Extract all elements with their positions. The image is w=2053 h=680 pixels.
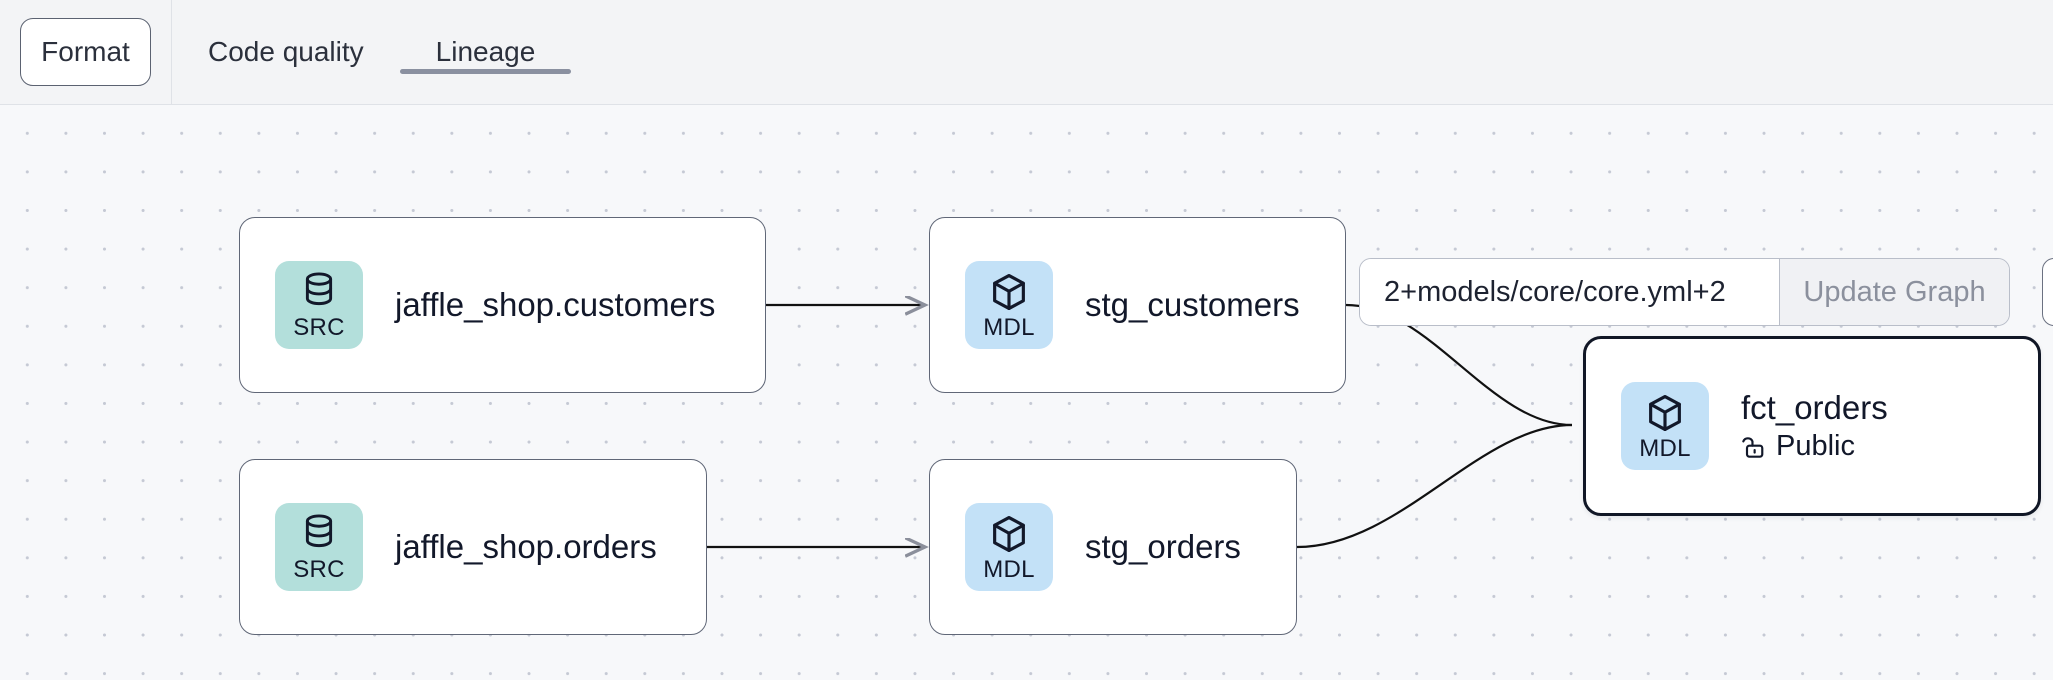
format-button[interactable]: Format	[20, 18, 151, 86]
node-badge-label: MDL	[1639, 434, 1691, 462]
lineage-node-jaffle-shop-orders[interactable]: SRC jaffle_shop.orders	[239, 459, 707, 635]
node-body: jaffle_shop.customers	[395, 286, 715, 324]
lineage-canvas[interactable]: SRC jaffle_shop.customers SRC jaffle_sho…	[0, 105, 2053, 680]
cube-icon	[1649, 394, 1681, 431]
node-badge-label: SRC	[293, 313, 345, 341]
node-badge-label: MDL	[983, 555, 1035, 583]
node-badge-src: SRC	[275, 503, 363, 591]
tab-code-quality[interactable]: Code quality	[208, 36, 364, 67]
node-visibility-label: Public	[1776, 430, 1855, 463]
node-visibility-badge: Public	[1741, 430, 1888, 463]
database-icon	[305, 271, 333, 305]
node-title: jaffle_shop.orders	[395, 528, 657, 566]
canvas-side-control[interactable]	[2042, 258, 2053, 326]
lineage-node-jaffle-shop-customers[interactable]: SRC jaffle_shop.customers	[239, 217, 766, 393]
node-badge-label: SRC	[293, 555, 345, 583]
editor-toolbar: Format Code quality Lineage	[0, 0, 2053, 105]
tab-lineage[interactable]: Lineage	[399, 0, 572, 104]
node-title: jaffle_shop.customers	[395, 286, 716, 324]
node-body: jaffle_shop.orders	[395, 528, 657, 566]
node-badge-src: SRC	[275, 261, 363, 349]
node-body: stg_customers	[1085, 286, 1300, 324]
cube-icon	[993, 273, 1025, 310]
node-title: fct_orders	[1741, 388, 1888, 426]
edge-stg-orders-to-fct-orders	[1296, 423, 1573, 549]
cube-icon	[993, 515, 1025, 552]
node-badge-mdl: MDL	[965, 261, 1053, 349]
unlock-icon	[1742, 437, 1764, 458]
node-badge-label: MDL	[983, 313, 1035, 341]
update-graph-button[interactable]: Update Graph	[1779, 259, 2009, 325]
tab-bar: Code quality Lineage	[172, 0, 571, 104]
database-icon	[305, 513, 333, 547]
node-badge-mdl: MDL	[1621, 382, 1709, 470]
node-body: stg_orders	[1085, 528, 1241, 566]
node-title: stg_customers	[1085, 286, 1300, 324]
format-button-container: Format	[0, 0, 172, 104]
node-title: stg_orders	[1085, 528, 1241, 566]
node-badge-mdl: MDL	[965, 503, 1053, 591]
graph-selector-input[interactable]	[1360, 259, 1779, 325]
lineage-node-stg-orders[interactable]: MDL stg_orders	[929, 459, 1297, 635]
graph-selector-control: Update Graph	[1359, 258, 2010, 326]
lineage-node-stg-customers[interactable]: MDL stg_customers	[929, 217, 1346, 393]
lineage-node-fct-orders[interactable]: MDL fct_orders Public	[1583, 336, 2041, 516]
node-body: fct_orders Public	[1741, 389, 1888, 464]
